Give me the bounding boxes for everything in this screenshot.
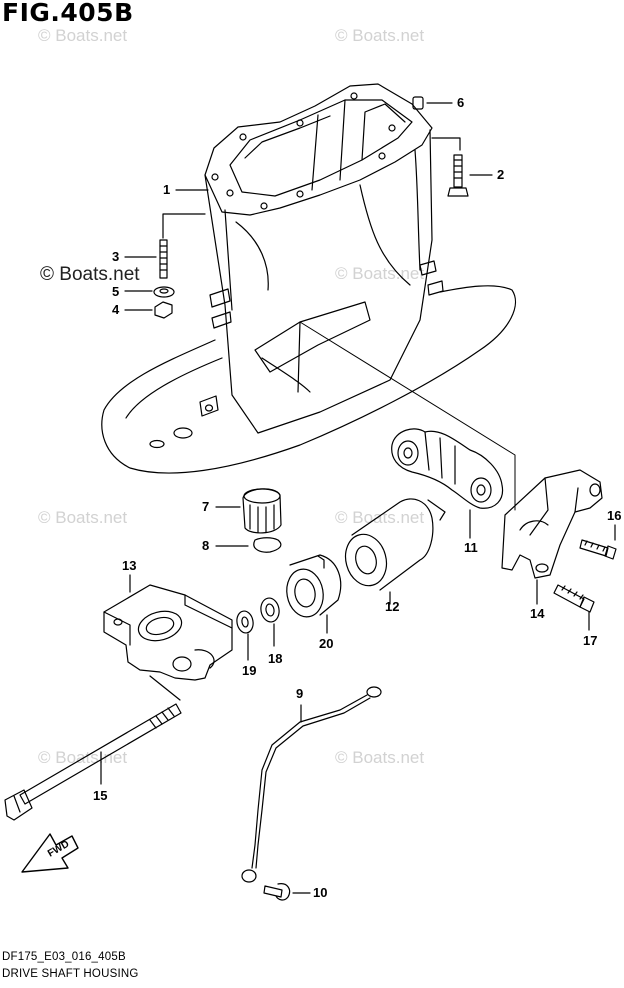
callout-7: 7 <box>202 499 210 514</box>
circlip <box>254 538 281 552</box>
callout-8: 8 <box>202 538 210 553</box>
callout-14: 14 <box>530 606 545 621</box>
watermark: © Boats.net <box>335 748 425 767</box>
callout-10: 10 <box>313 885 328 900</box>
rubber-mount <box>392 429 503 508</box>
model-code: DF175_E03_016_405B <box>2 951 126 963</box>
watermark: © Boats.net <box>38 748 128 767</box>
bolt <box>580 540 616 559</box>
watermark-prominent: © Boats.net <box>40 264 140 285</box>
watermark: © Boats.net <box>335 508 425 527</box>
leader-line <box>163 214 205 238</box>
washer <box>154 287 174 297</box>
clamp-block <box>104 585 232 680</box>
callout-5: 5 <box>112 284 120 299</box>
callout-11: 11 <box>464 540 478 555</box>
castle-nut <box>243 489 281 533</box>
mount-bracket <box>502 470 602 578</box>
through-bolt <box>5 704 181 820</box>
callout-18: 18 <box>268 651 283 666</box>
callout-6: 6 <box>457 95 465 110</box>
leader-line <box>432 138 460 150</box>
callout-16: 16 <box>607 508 622 523</box>
bushing <box>283 555 341 620</box>
screw <box>264 884 290 900</box>
fwd-arrow-icon: FWD <box>22 834 78 872</box>
bolt <box>554 585 594 612</box>
watermark: © Boats.net <box>335 26 425 45</box>
washer <box>235 610 255 634</box>
pin <box>413 97 423 109</box>
callout-19: 19 <box>242 663 257 678</box>
drive-shaft-housing <box>102 84 516 473</box>
callout-20: 20 <box>319 636 334 651</box>
callout-15: 15 <box>93 788 108 803</box>
figure-title: FIG.405B <box>2 0 134 27</box>
callout-12: 12 <box>385 599 400 614</box>
callout-13: 13 <box>122 558 137 573</box>
mount-sleeve <box>340 499 445 590</box>
callout-17: 17 <box>583 633 598 648</box>
bolt <box>448 155 468 196</box>
figure-caption: DRIVE SHAFT HOUSING <box>2 968 139 980</box>
washer <box>259 597 281 624</box>
watermark: © Boats.net <box>38 26 128 45</box>
ground-cable <box>242 687 381 882</box>
watermark: © Boats.net <box>38 508 128 527</box>
leader-line <box>150 676 180 700</box>
stud-bolt <box>160 240 167 278</box>
callout-2: 2 <box>497 167 505 182</box>
guide-line <box>300 322 515 510</box>
callout-1: 1 <box>163 182 171 197</box>
callout-4: 4 <box>112 302 120 317</box>
callout-9: 9 <box>296 686 304 701</box>
nut <box>155 302 172 318</box>
callout-3: 3 <box>112 249 120 264</box>
